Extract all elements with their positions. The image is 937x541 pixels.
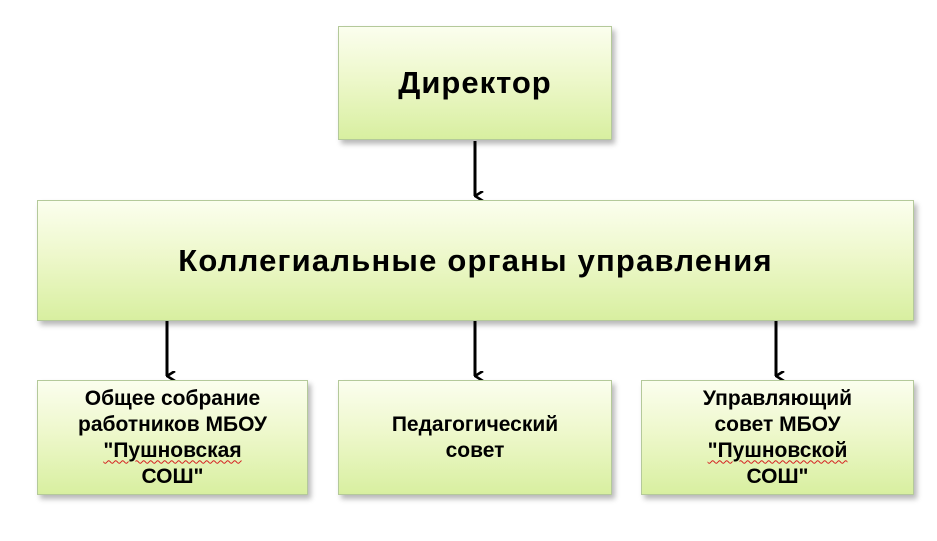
pedagogical-council-label: Педагогический совет — [384, 412, 566, 464]
general-meeting-box: Общее собрание работников МБОУ "Пушновск… — [37, 380, 308, 495]
general-meeting-line-1: Общее собрание — [84, 386, 261, 410]
general-meeting-line-4: СОШ" — [141, 464, 204, 488]
pedagogical-council-box: Педагогический совет — [338, 380, 612, 495]
collegial-bodies-label: Коллегиальные органы управления — [178, 242, 773, 278]
managing-council-line-1: Управляющий — [702, 386, 853, 410]
managing-council-box: Управляющий совет МБОУ "Пушновской СОШ" — [641, 380, 914, 495]
managing-council-line-3: "Пушновской — [707, 438, 848, 462]
general-meeting-label: Общее собрание работников МБОУ "Пушновск… — [70, 386, 275, 490]
director-label: Директор — [398, 65, 552, 100]
pedagogical-council-line-2: совет — [445, 438, 505, 462]
general-meeting-line-2: работников МБОУ — [78, 412, 267, 436]
collegial-bodies-box: Коллегиальные органы управления — [37, 200, 914, 321]
director-box: Директор — [338, 26, 612, 140]
managing-council-line-2: совет МБОУ — [714, 412, 841, 436]
managing-council-line-4: СОШ" — [746, 464, 809, 488]
general-meeting-line-3: "Пушновская — [103, 438, 242, 462]
managing-council-label: Управляющий совет МБОУ "Пушновской СОШ" — [695, 386, 860, 490]
pedagogical-council-line-1: Педагогический — [391, 412, 559, 436]
